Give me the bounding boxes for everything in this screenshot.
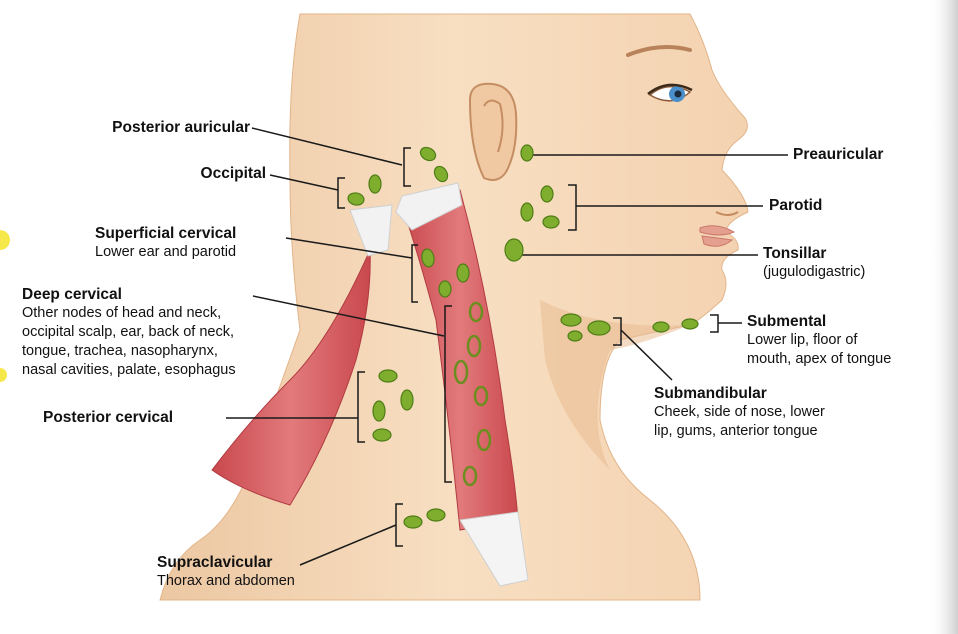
node-submandibular [561, 314, 581, 326]
label-description-line: Other nodes of head and neck, [22, 304, 236, 323]
label-title: Submental [747, 312, 891, 331]
label-title: Posterior cervical [43, 408, 173, 427]
node-occipital [369, 175, 381, 193]
label-description: Thorax and abdomen [157, 572, 295, 591]
node-supraclavicular [404, 516, 422, 528]
label-description-line: Lower lip, floor of [747, 331, 891, 350]
node-submental [682, 319, 698, 329]
label-title: Parotid [769, 196, 822, 215]
label-description-line: occipital scalp, ear, back of neck, [22, 323, 236, 342]
node-parotid [521, 203, 533, 221]
label-description: (jugulodigastric) [763, 263, 865, 282]
label-parotid: Parotid [769, 196, 822, 215]
label-title: Tonsillar [763, 244, 865, 263]
node-superficial-cervical [439, 281, 451, 297]
node-posterior-cervical [373, 429, 391, 441]
node-posterior-cervical [379, 370, 397, 382]
label-deep-cervical: Deep cervical Other nodes of head and ne… [22, 285, 236, 380]
node-superficial-cervical [457, 264, 469, 282]
label-submandibular: Submandibular Cheek, side of nose, lower… [654, 384, 825, 441]
node-submental [653, 322, 669, 332]
label-title: Superficial cervical [95, 224, 236, 243]
node-tonsillar [505, 239, 523, 261]
node-parotid [543, 216, 559, 228]
label-description: Lower ear and parotid [95, 243, 236, 262]
label-supraclavicular: Supraclavicular Thorax and abdomen [157, 553, 295, 591]
label-title: Occipital [100, 164, 266, 183]
label-title: Supraclavicular [157, 553, 295, 572]
node-posterior-cervical [373, 401, 385, 421]
decorative-dot [0, 368, 7, 382]
node-submandibular [588, 321, 610, 335]
label-title: Preauricular [793, 145, 883, 164]
label-preauricular: Preauricular [793, 145, 883, 164]
node-parotid [541, 186, 553, 202]
decorative-dot [0, 230, 10, 250]
label-posterior-cervical: Posterior cervical [43, 408, 173, 427]
edge-shading [928, 0, 958, 634]
node-posterior-cervical [401, 390, 413, 410]
label-occipital: Occipital [100, 164, 266, 183]
label-title: Submandibular [654, 384, 825, 403]
label-superficial-cervical: Superficial cervical Lower ear and parot… [95, 224, 236, 262]
label-description-line: lip, gums, anterior tongue [654, 422, 825, 441]
label-posterior-auricular: Posterior auricular [40, 118, 250, 137]
node-supraclavicular [427, 509, 445, 521]
label-title: Deep cervical [22, 285, 236, 304]
label-description-line: mouth, apex of tongue [747, 350, 891, 369]
label-title: Posterior auricular [40, 118, 250, 137]
label-description-line: nasal cavities, palate, esophagus [22, 361, 236, 380]
label-submental: Submental Lower lip, floor of mouth, ape… [747, 312, 891, 369]
label-description-line: Cheek, side of nose, lower [654, 403, 825, 422]
node-preauricular [521, 145, 533, 161]
node-submandibular [568, 331, 582, 341]
label-description-line: tongue, trachea, nasopharynx, [22, 342, 236, 361]
label-tonsillar: Tonsillar (jugulodigastric) [763, 244, 865, 282]
